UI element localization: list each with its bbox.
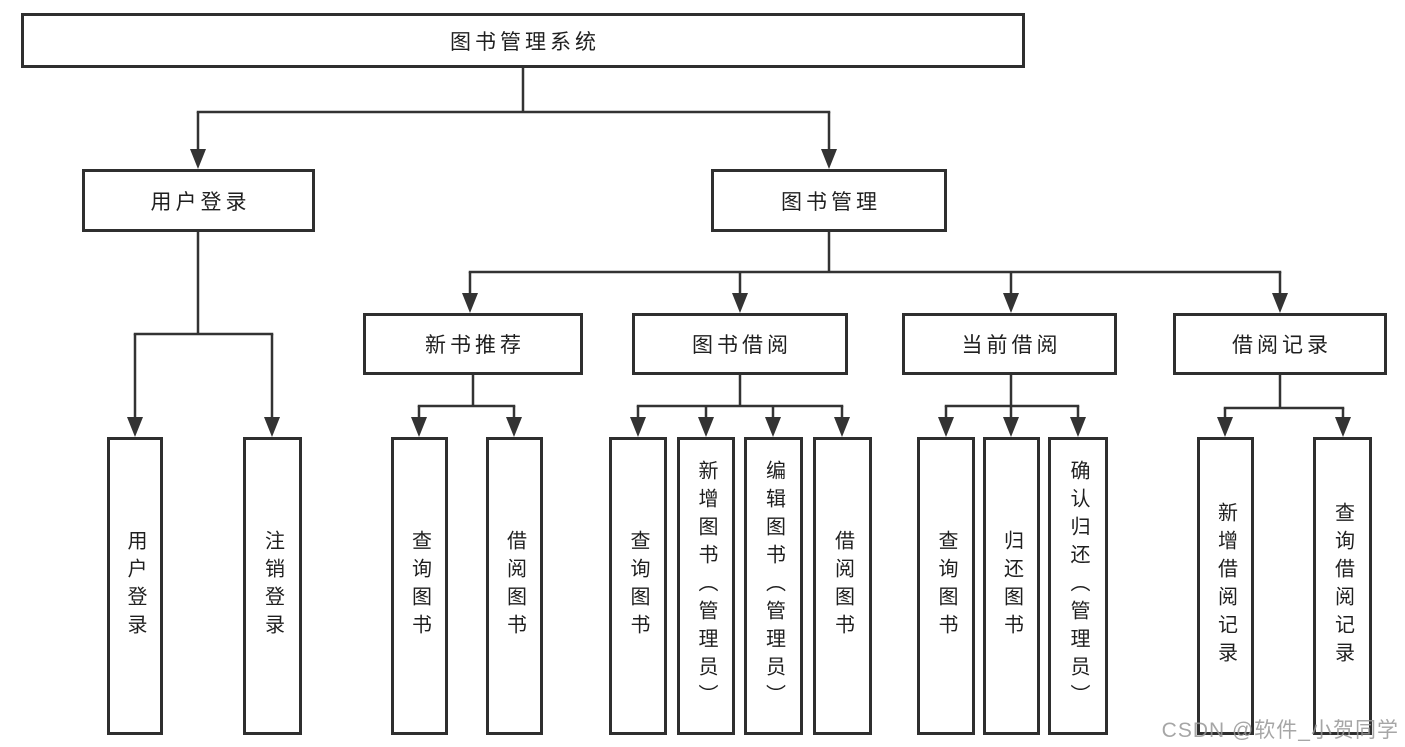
leaf-add-book-admin: 新增图书（管理员）: [677, 437, 735, 735]
leaf-query-book-current: 查询图书: [917, 437, 975, 735]
leaf-label: 查询图书: [627, 530, 649, 642]
leaf-label: 查询图书: [935, 530, 957, 642]
node-label: 图书管理: [781, 190, 881, 214]
node-label: 图书管理系统: [450, 30, 600, 54]
leaf-query-borrow-record: 查询借阅记录: [1313, 437, 1372, 735]
leaf-label: 新增借阅记录: [1214, 502, 1237, 670]
node-new-book-recommend: 新书推荐: [363, 313, 583, 375]
node-book-borrow: 图书借阅: [632, 313, 848, 375]
leaf-return-book: 归还图书: [983, 437, 1040, 735]
node-current-borrow: 当前借阅: [902, 313, 1117, 375]
leaf-edit-book-admin: 编辑图书（管理员）: [744, 437, 803, 735]
node-label: 用户登录: [150, 190, 251, 214]
node-user-login: 用户登录: [82, 169, 315, 232]
node-label: 借阅记录: [1232, 334, 1332, 357]
leaf-label: 查询借阅记录: [1331, 502, 1354, 670]
leaf-logout: 注销登录: [243, 437, 302, 735]
node-book-management: 图书管理: [711, 169, 947, 232]
leaf-label: 注销登录: [261, 530, 284, 642]
leaf-query-book-recommend: 查询图书: [391, 437, 448, 735]
node-label: 图书借阅: [692, 334, 792, 357]
leaf-query-book-borrow: 查询图书: [609, 437, 667, 735]
leaf-label: 借阅图书: [503, 530, 526, 642]
leaf-label: 归还图书: [1000, 530, 1023, 642]
leaf-label: 用户登录: [124, 530, 146, 642]
leaf-borrow-book-recommend: 借阅图书: [486, 437, 543, 735]
node-root: 图书管理系统: [21, 13, 1025, 68]
leaf-label: 确认归还（管理员）: [1067, 460, 1089, 712]
csdn-watermark: CSDN @软件_小贺同学: [1161, 719, 1399, 742]
node-label: 新书推荐: [425, 334, 525, 357]
leaf-label: 借阅图书: [831, 530, 854, 642]
leaf-borrow-book: 借阅图书: [813, 437, 872, 735]
leaf-confirm-return-admin: 确认归还（管理员）: [1048, 437, 1108, 735]
leaf-add-borrow-record: 新增借阅记录: [1197, 437, 1254, 735]
leaf-label: 查询图书: [408, 530, 431, 642]
node-label: 当前借阅: [961, 334, 1062, 357]
leaf-user-login: 用户登录: [107, 437, 163, 735]
node-borrow-records: 借阅记录: [1173, 313, 1387, 375]
leaf-label: 编辑图书（管理员）: [762, 460, 785, 712]
leaf-label: 新增图书（管理员）: [695, 460, 717, 712]
